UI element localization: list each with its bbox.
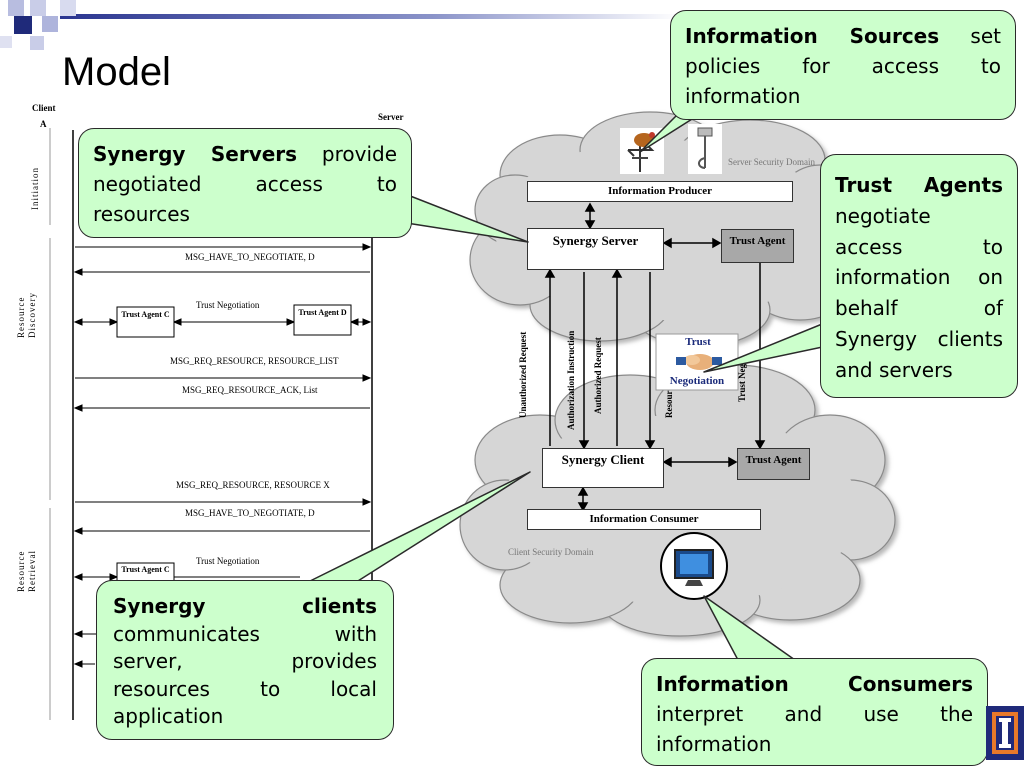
callout-information-sources-text: set policies for access to information <box>685 24 1001 108</box>
badge-trust-text: Trust <box>685 336 711 348</box>
msg-have-to-negotiate-1: MSG_HAVE_TO_NEGOTIATE, D <box>185 252 315 262</box>
badge-negotiation-text: Negotiation <box>669 375 725 387</box>
callout-trust-agents-text: negotiate access to information on behal… <box>835 203 1003 382</box>
callout-synergy-clients: Synergy clients communicates with server… <box>96 580 394 740</box>
client-security-domain-label: Client Security Domain <box>508 547 594 557</box>
msg-req-resource-ack: MSG_REQ_RESOURCE_ACK, List <box>182 385 318 395</box>
synergy-client-box: Synergy Client <box>542 448 664 488</box>
msg-req-resource-x: MSG_REQ_RESOURCE, RESOURCE X <box>176 480 330 490</box>
weather-station-icon <box>688 124 722 174</box>
trust-agent-d-1: Trust Agent D <box>298 308 347 317</box>
callout-synergy-servers-text: provide negotiated access to resources <box>93 142 397 226</box>
trust-agent-c-2: Trust Agent C <box>121 565 170 574</box>
callout-synergy-clients-title: Synergy clients <box>113 594 377 618</box>
client-lifeline-label-2: A <box>40 119 47 129</box>
server-security-domain-label: Server Security Domain <box>728 157 815 167</box>
trust-negotiation-badge-icon <box>655 333 739 391</box>
computer-monitor-icon <box>660 532 728 600</box>
callout-information-sources: Information Sources set policies for acc… <box>670 10 1016 120</box>
callout-information-consumers-text: interpret and use the information <box>656 702 973 756</box>
page-title: Model <box>62 50 171 94</box>
trust-negotiation-1: Trust Negotiation <box>196 300 260 310</box>
client-lifeline-label: Client <box>32 103 56 113</box>
callout-trust-agents: Trust Agents negotiate access to informa… <box>820 154 1018 398</box>
trust-agent-server-box: Trust Agent <box>721 229 794 263</box>
callout-information-sources-title: Information Sources <box>685 24 940 48</box>
callout-synergy-servers: Synergy Servers provide negotiated acces… <box>78 128 412 238</box>
corner-decoration <box>0 0 680 50</box>
callout-information-consumers-title: Information Consumers <box>656 672 973 696</box>
university-logo <box>986 706 1024 760</box>
sequence-diagram <box>49 128 373 720</box>
msg-have-to-negotiate-2: MSG_HAVE_TO_NEGOTIATE, D <box>185 508 315 518</box>
information-consumer-box: Information Consumer <box>527 509 761 530</box>
synergy-server-box: Synergy Server <box>527 228 664 270</box>
information-producer-box: Information Producer <box>527 181 793 202</box>
trust-agent-c-1: Trust Agent C <box>121 310 170 319</box>
callout-information-consumers: Information Consumers interpret and use … <box>641 658 988 766</box>
callout-synergy-servers-title: Synergy Servers <box>93 142 298 166</box>
callout-synergy-clients-text: communicates with server, provides resou… <box>113 621 377 729</box>
trust-negotiation-2: Trust Negotiation <box>196 556 260 566</box>
server-lifeline-label: Server <box>378 112 404 122</box>
callout-trust-agents-title: Trust Agents <box>835 173 1003 197</box>
msg-req-resource-list: MSG_REQ_RESOURCE, RESOURCE_LIST <box>170 356 339 366</box>
trust-agent-client-box: Trust Agent <box>737 448 810 480</box>
